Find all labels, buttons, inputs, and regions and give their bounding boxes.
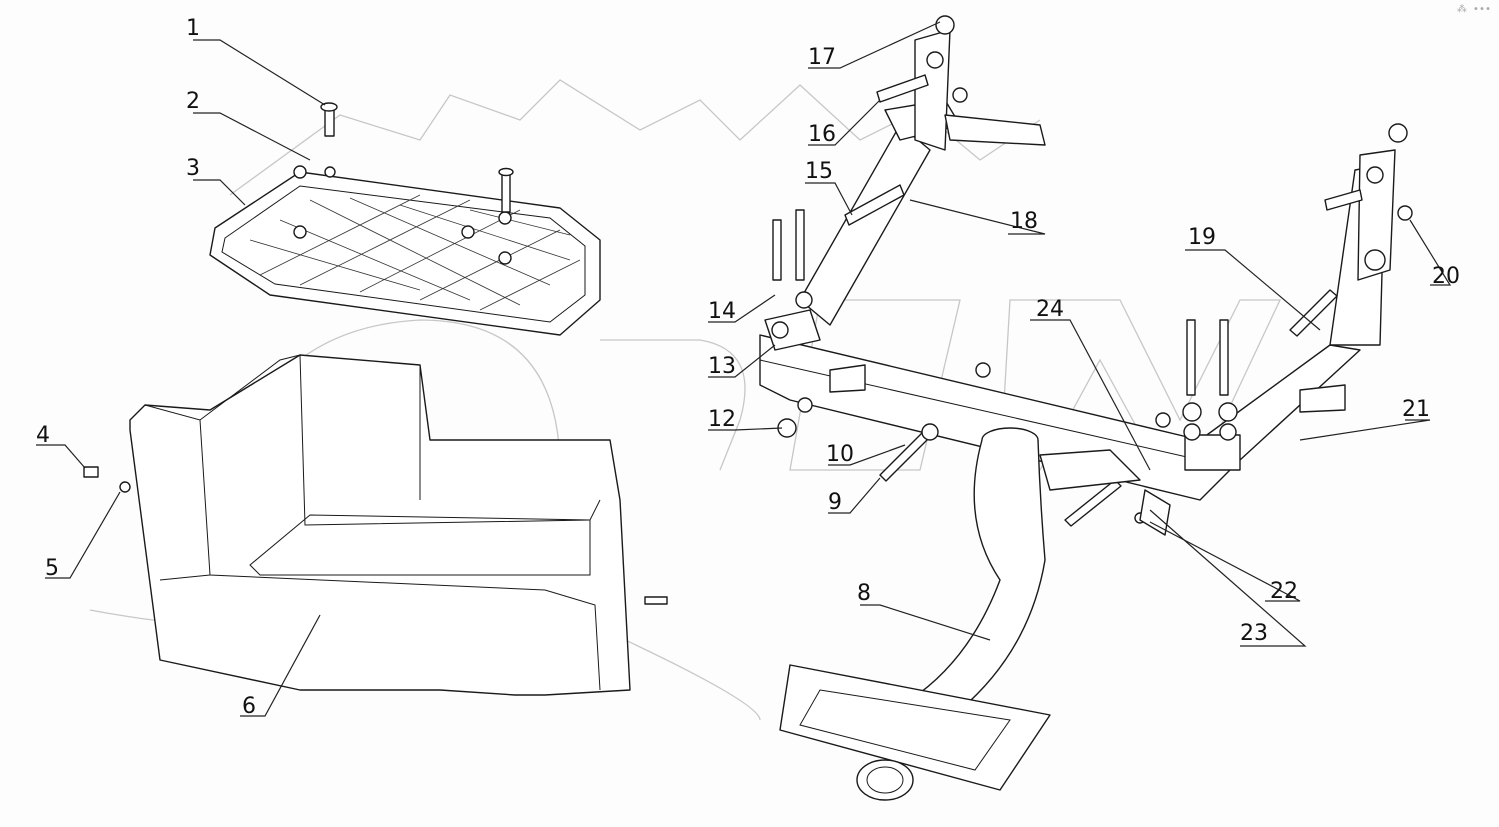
callout-12: 12 <box>708 407 736 432</box>
callout-9: 9 <box>828 490 842 515</box>
callout-24: 24 <box>1036 297 1064 322</box>
part-exhaust-bracket <box>779 427 1171 801</box>
callout-18: 18 <box>1010 209 1038 234</box>
callout-19: 19 <box>1188 225 1216 250</box>
callout-2: 2 <box>186 89 200 114</box>
callout-8: 8 <box>857 581 871 606</box>
part-bolt-top <box>320 102 338 137</box>
callout-3: 3 <box>186 156 200 181</box>
callout-20: 20 <box>1432 264 1460 289</box>
callout-10: 10 <box>826 442 854 467</box>
callout-17: 17 <box>808 45 836 70</box>
part-step-plate <box>209 165 601 336</box>
callout-13: 13 <box>708 354 736 379</box>
callout-22: 22 <box>1270 579 1298 604</box>
callout-1: 1 <box>186 16 200 41</box>
callout-16: 16 <box>808 122 836 147</box>
callout-23: 23 <box>1240 621 1268 646</box>
callout-15: 15 <box>805 159 833 184</box>
callout-5: 5 <box>45 556 59 581</box>
callout-21: 21 <box>1402 397 1430 422</box>
corner-mark: ⁂ ∙∙∙ <box>1456 4 1491 15</box>
part-frame <box>759 29 1396 501</box>
leader-lines <box>36 21 1452 717</box>
callout-4: 4 <box>36 423 50 448</box>
part-box <box>83 354 668 696</box>
callout-14: 14 <box>708 299 736 324</box>
callout-6: 6 <box>242 694 256 719</box>
callouts: 1 2 3 4 5 6 8 9 10 12 13 14 15 16 17 18 … <box>36 16 1460 719</box>
